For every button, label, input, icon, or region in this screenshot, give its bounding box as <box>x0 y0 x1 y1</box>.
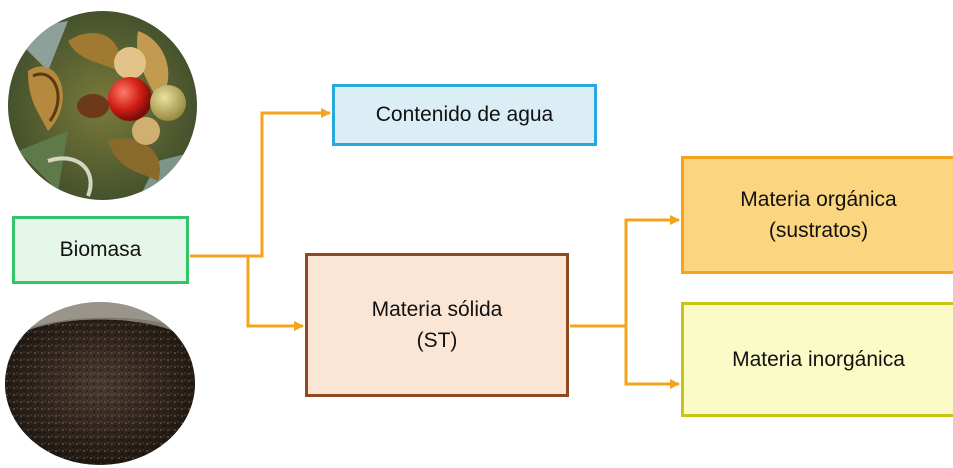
node-materia-inorganica: Materia inorgánica <box>681 302 953 417</box>
node-organica-label-line1: Materia orgánica <box>740 187 897 211</box>
node-biomasa-label: Biomasa <box>59 238 142 262</box>
node-solida-label-line1: Materia sólida <box>371 297 503 321</box>
node-organica-label-line2: (sustratos) <box>768 219 869 242</box>
arrow-solida-to-inorganica <box>624 326 680 389</box>
node-contenido-de-agua: Contenido de agua <box>332 84 597 146</box>
arrow-solida-to-organica <box>570 215 680 328</box>
node-materia-organica: Materia orgánica (sustratos) <box>681 156 953 274</box>
arrow-biomasa-to-agua <box>190 108 331 258</box>
node-solida-label-line2: (ST) <box>416 329 458 352</box>
arrow-biomasa-to-solida <box>246 256 304 331</box>
node-biomasa: Biomasa <box>12 216 189 284</box>
node-materia-solida: Materia sólida (ST) <box>305 253 569 397</box>
node-agua-label: Contenido de agua <box>375 103 554 127</box>
node-inorganica-label: Materia inorgánica <box>732 347 905 371</box>
